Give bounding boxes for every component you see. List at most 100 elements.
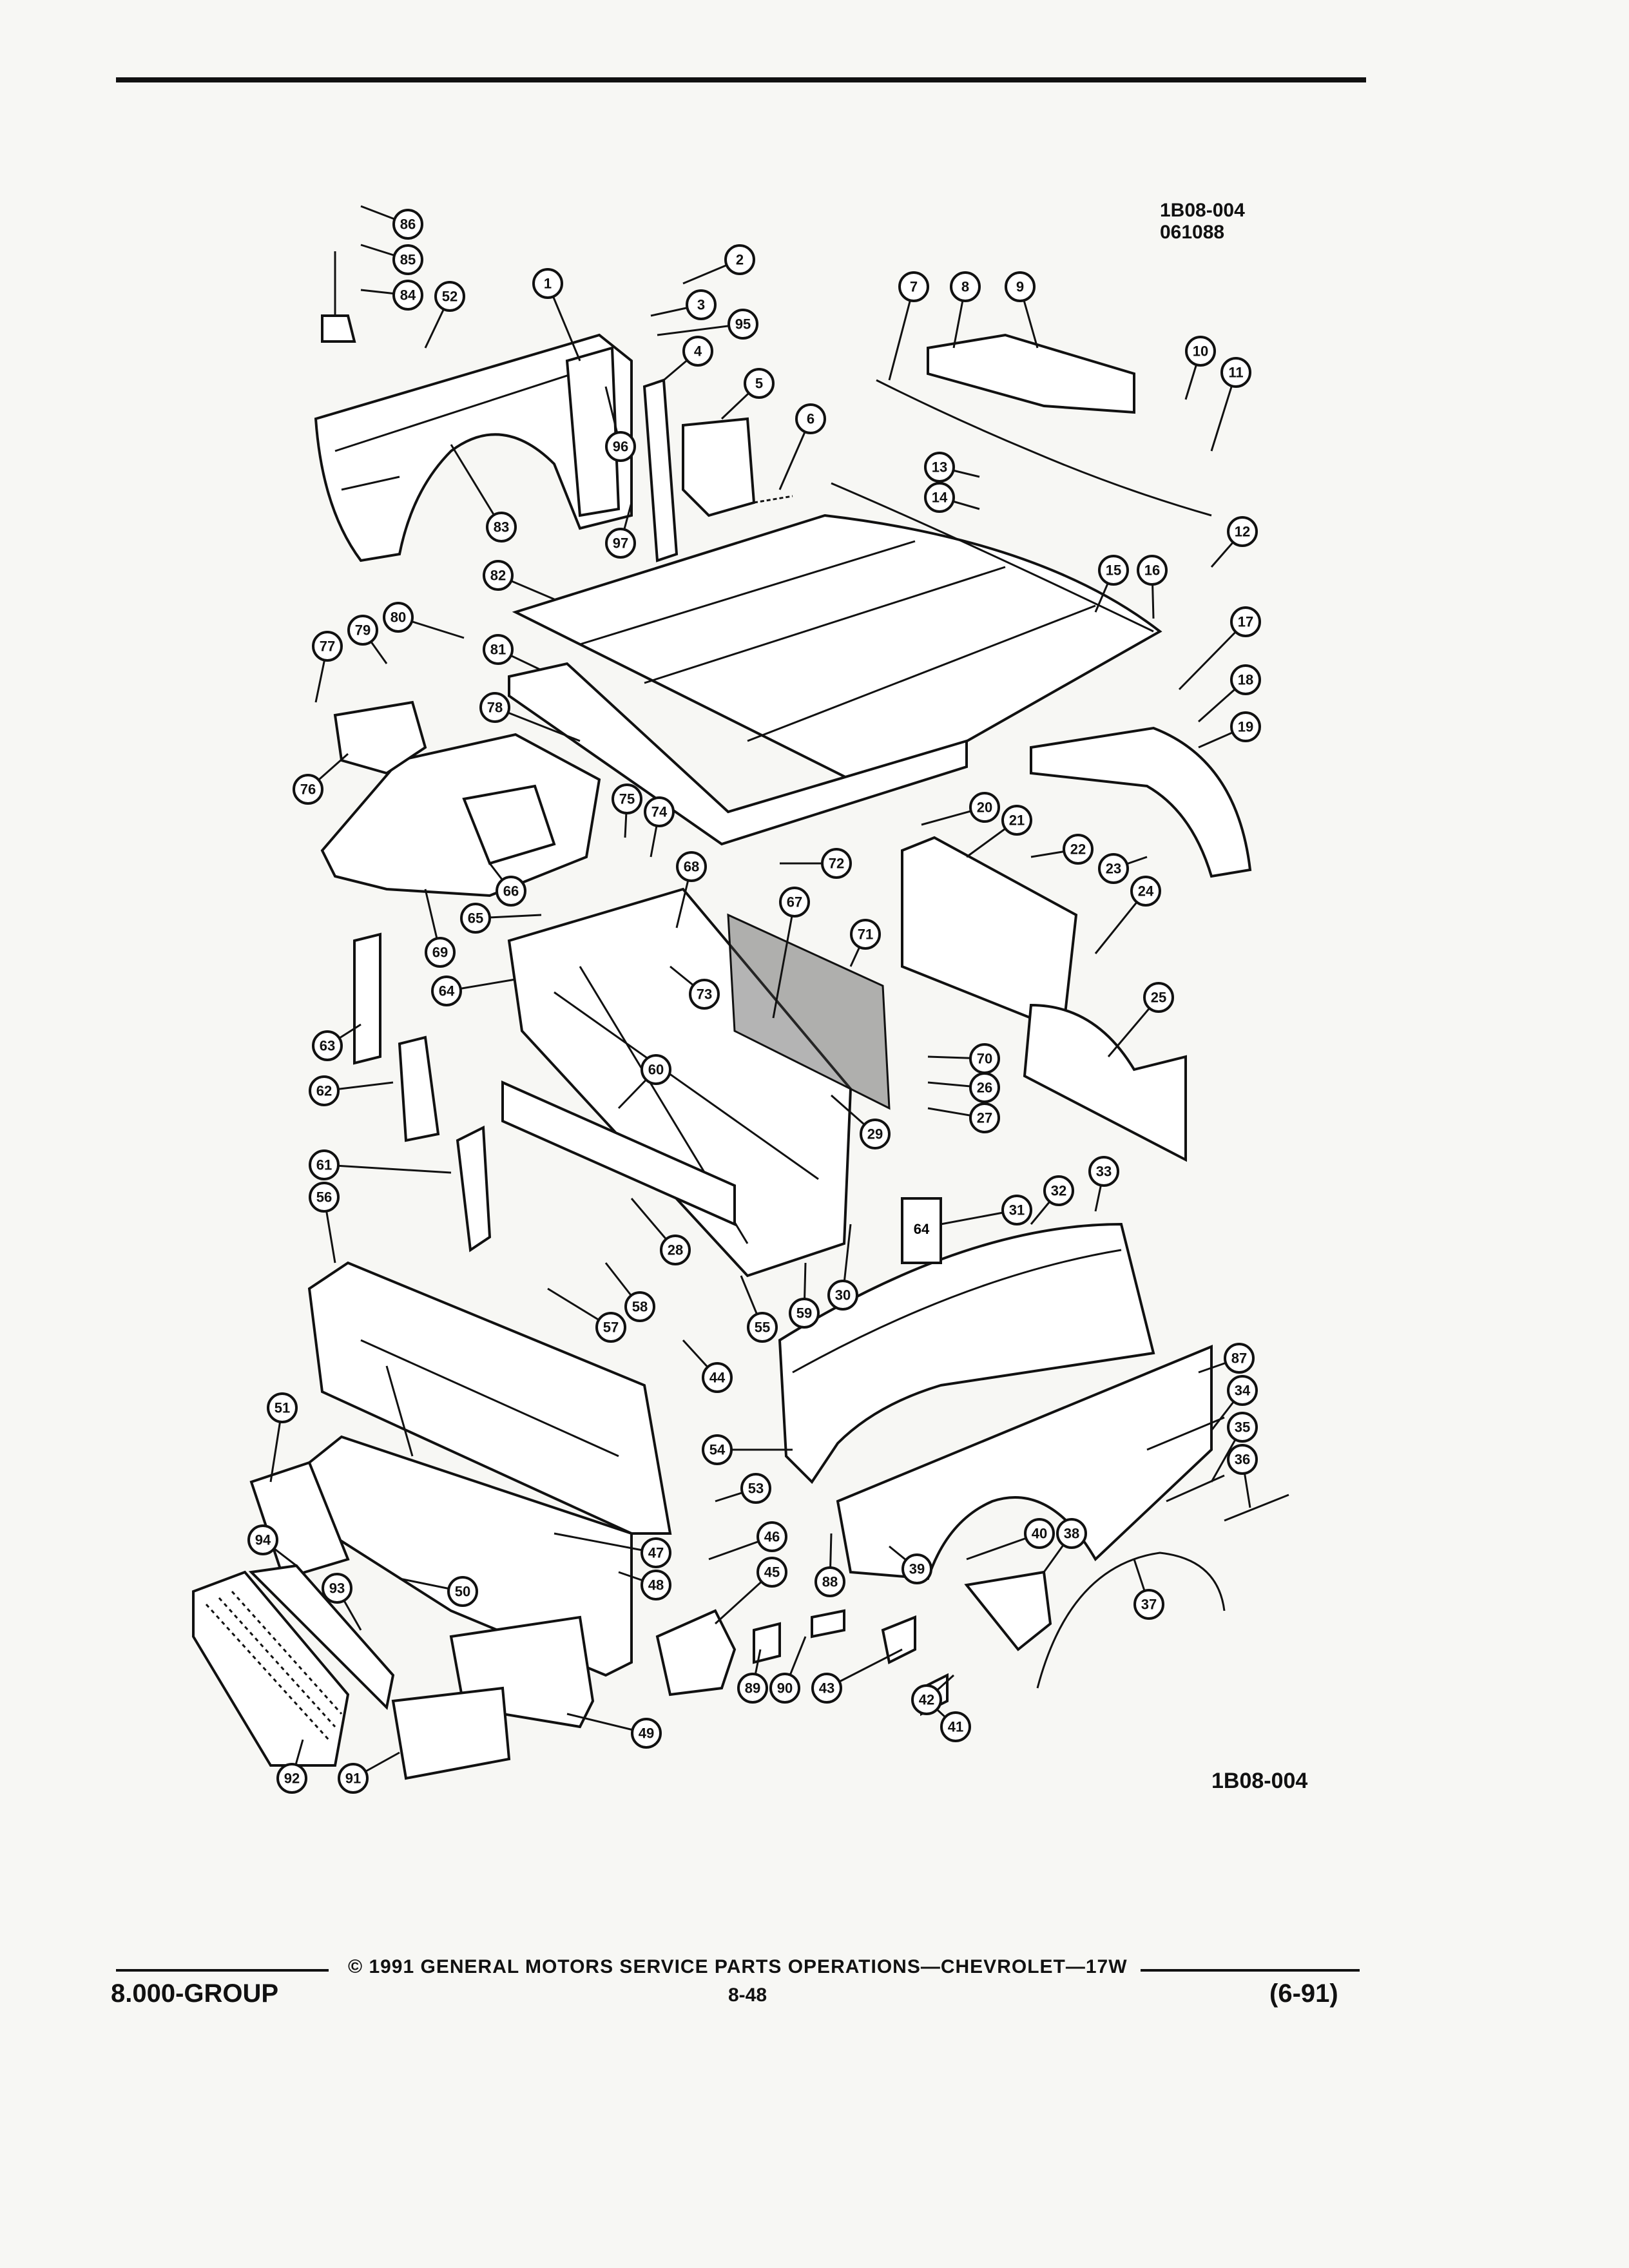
callout-circle-24 — [1130, 876, 1161, 907]
callout-31: 31 — [1001, 1195, 1032, 1225]
callout-number-55: 55 — [755, 1320, 770, 1336]
callout-82: 82 — [483, 560, 514, 591]
callout-circle-52 — [434, 281, 465, 312]
callout-number-14: 14 — [932, 490, 948, 506]
callout-number-77: 77 — [320, 639, 335, 655]
leader-line-83 — [450, 444, 503, 528]
callout-35: 35 — [1227, 1412, 1258, 1443]
callout-circle-15 — [1098, 555, 1129, 586]
callout-circle-78 — [479, 692, 510, 723]
callout-number-6: 6 — [807, 411, 815, 427]
callout-circle-18 — [1230, 664, 1261, 695]
front-weatherstrip — [876, 379, 1212, 517]
callout-number-8: 8 — [961, 279, 969, 295]
callout-circle-45 — [757, 1557, 787, 1588]
callout-60: 60 — [641, 1054, 671, 1085]
callout-number-52: 52 — [442, 289, 458, 305]
callout-number-39: 39 — [909, 1561, 925, 1577]
callout-41: 41 — [940, 1711, 971, 1742]
callout-circle-34 — [1227, 1375, 1258, 1406]
callout-circle-30 — [827, 1280, 858, 1311]
callout-number-5: 5 — [755, 376, 763, 392]
hood — [512, 514, 1162, 794]
callout-circle-63 — [312, 1030, 343, 1061]
callout-54: 54 — [702, 1434, 733, 1465]
footer-date-code: (6-91) — [1269, 1979, 1338, 2008]
callout-circle-22 — [1063, 834, 1094, 865]
callout-circle-32 — [1043, 1175, 1074, 1206]
callout-40: 40 — [1024, 1518, 1055, 1549]
callout-number-47: 47 — [648, 1545, 664, 1561]
callout-circle-73 — [689, 979, 720, 1010]
callout-number-57: 57 — [603, 1320, 619, 1336]
callout-circle-60 — [641, 1054, 671, 1085]
callout-circle-77 — [312, 631, 343, 662]
callout-42: 42 — [911, 1684, 942, 1715]
callout-number-71: 71 — [858, 927, 873, 943]
callout-61: 61 — [309, 1149, 340, 1180]
callout-number-97: 97 — [613, 535, 628, 552]
callout-number-72: 72 — [829, 856, 844, 872]
callout-circle-61 — [309, 1149, 340, 1180]
weatherstrip — [642, 378, 679, 562]
callout-number-93: 93 — [329, 1581, 345, 1597]
callout-circle-21 — [1001, 805, 1032, 836]
callout-number-38: 38 — [1064, 1526, 1079, 1542]
callout-number-90: 90 — [777, 1680, 793, 1696]
molding-35 — [1166, 1474, 1225, 1503]
callout-circle-17 — [1230, 606, 1261, 637]
callout-39: 39 — [901, 1553, 932, 1584]
callout-circle-35 — [1227, 1412, 1258, 1443]
callout-number-46: 46 — [764, 1529, 780, 1545]
callout-circle-90 — [769, 1673, 800, 1704]
callout-34: 34 — [1227, 1375, 1258, 1406]
callout-number-41: 41 — [948, 1719, 963, 1735]
bracket-61 — [456, 1125, 492, 1253]
callout-56: 56 — [309, 1182, 340, 1213]
callout-74: 74 — [644, 796, 675, 827]
callout-number-50: 50 — [455, 1584, 470, 1600]
callout-37: 37 — [1133, 1589, 1164, 1620]
callout-circle-96 — [605, 431, 636, 462]
callout-number-31: 31 — [1009, 1202, 1025, 1218]
callout-93: 93 — [322, 1573, 352, 1604]
callout-circle-46 — [757, 1521, 787, 1552]
callout-10: 10 — [1185, 336, 1216, 367]
callout-91: 91 — [338, 1763, 369, 1794]
side-marker-43 — [881, 1615, 916, 1664]
leader-line-61 — [323, 1164, 452, 1174]
callout-circle-25 — [1143, 982, 1174, 1013]
callout-number-18: 18 — [1238, 672, 1253, 688]
callout-number-60: 60 — [648, 1062, 664, 1078]
callout-73: 73 — [689, 979, 720, 1010]
callout-22: 22 — [1063, 834, 1094, 865]
callout-circle-82 — [483, 560, 514, 591]
callout-number-24: 24 — [1138, 883, 1154, 899]
callout-number-94: 94 — [255, 1532, 271, 1548]
callout-number-33: 33 — [1096, 1164, 1112, 1180]
callout-circle-7 — [898, 271, 929, 302]
callout-number-45: 45 — [764, 1564, 780, 1581]
footer-group: 8.000-GROUP — [111, 1979, 279, 2008]
footer-rule-right — [1141, 1969, 1360, 1972]
callout-number-2: 2 — [736, 252, 744, 268]
callout-number-10: 10 — [1193, 343, 1208, 360]
antenna-base — [321, 314, 356, 343]
callout-circle-38 — [1056, 1518, 1087, 1549]
callout-number-69: 69 — [432, 945, 448, 961]
callout-number-64: 64 — [439, 983, 455, 999]
callout-78: 78 — [479, 692, 510, 723]
filler-62 — [398, 1035, 440, 1142]
callout-26: 26 — [969, 1072, 1000, 1103]
callout-49: 49 — [631, 1718, 662, 1749]
callout-number-44: 44 — [709, 1370, 726, 1386]
side-marker-90 — [811, 1609, 845, 1639]
callout-circle-2 — [724, 244, 755, 275]
washer-reservoir — [655, 1609, 737, 1696]
callout-33: 33 — [1088, 1156, 1119, 1187]
callout-20: 20 — [969, 792, 1000, 823]
callout-57: 57 — [595, 1312, 626, 1343]
callout-88: 88 — [815, 1566, 845, 1597]
callout-number-84: 84 — [400, 287, 416, 303]
left-wheelhouse — [320, 733, 601, 898]
